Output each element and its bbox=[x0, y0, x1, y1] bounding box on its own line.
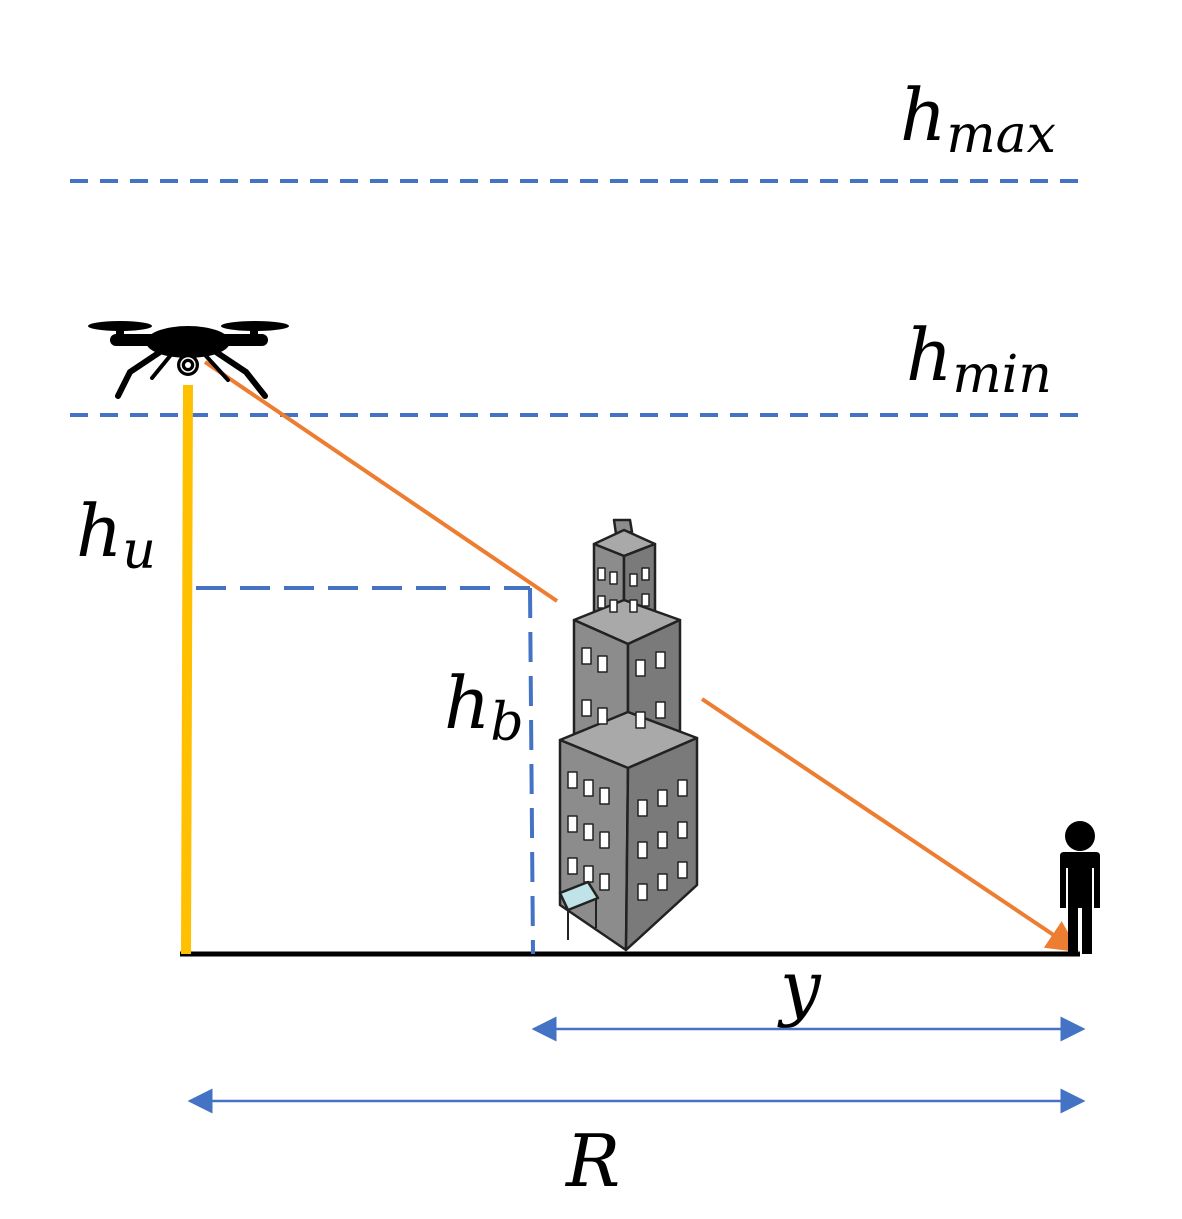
building-icon bbox=[558, 518, 699, 952]
building-height-dashed bbox=[528, 587, 535, 955]
los-ray-lower bbox=[700, 697, 1080, 953]
label-h-max: hmax bbox=[900, 73, 1056, 165]
label-h-u: hu bbox=[76, 489, 156, 581]
uav-height-bar bbox=[181, 384, 193, 955]
label-h-min: hmin bbox=[906, 313, 1052, 405]
person-icon bbox=[1060, 821, 1100, 954]
los-ray-upper bbox=[203, 360, 559, 603]
label-y: y bbox=[777, 945, 822, 1029]
label-R: R bbox=[564, 1119, 620, 1203]
drone-icon bbox=[88, 321, 289, 399]
label-h-b: hb bbox=[444, 661, 524, 753]
